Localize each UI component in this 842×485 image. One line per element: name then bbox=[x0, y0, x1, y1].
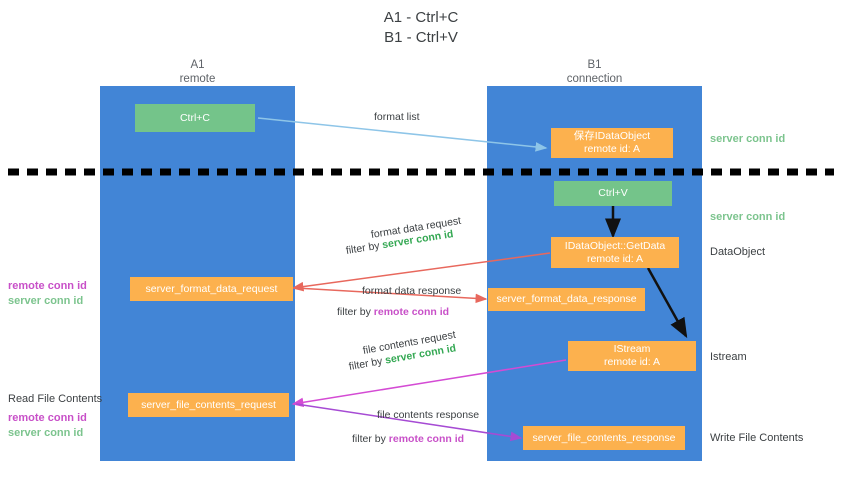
right-note-istream: Istream bbox=[710, 351, 747, 363]
node-file-contents-request[interactable]: server_file_contents_request bbox=[128, 393, 289, 417]
filter-prefix: filter by bbox=[347, 354, 387, 373]
column-a1-name: A1 bbox=[190, 59, 205, 71]
page-title: A1 - Ctrl+C B1 - Ctrl+V bbox=[0, 8, 842, 48]
title-line-2: B1 - Ctrl+V bbox=[384, 29, 458, 46]
node-file-contents-response[interactable]: server_file_contents_response bbox=[523, 426, 685, 450]
left-note-server-conn-id-2: server conn id bbox=[8, 427, 84, 439]
node-format-data-request[interactable]: server_format_data_request bbox=[130, 277, 293, 301]
filter-prefix: filter by bbox=[352, 433, 389, 445]
filter-key-remote-conn-id: remote conn id bbox=[388, 433, 465, 445]
node-getdata-label: IDataObject::GetData bbox=[564, 239, 666, 252]
left-note-server-conn-id-1: server conn id bbox=[8, 295, 84, 307]
edge-label-format-data-response-filter: filter by remote conn id bbox=[337, 305, 449, 319]
column-header-b1: B1 connection bbox=[487, 58, 702, 86]
edge-label-file-contents-response: file contents response bbox=[377, 409, 480, 421]
node-ctrl-c[interactable]: Ctrl+C bbox=[135, 104, 255, 132]
edge-label-file-contents-response-filter: filter by remote conn id bbox=[352, 432, 464, 446]
node-format-data-response[interactable]: server_format_data_response bbox=[488, 288, 645, 311]
column-b1-sub: connection bbox=[566, 73, 623, 85]
node-ctrl-c-label: Ctrl+C bbox=[179, 111, 211, 124]
node-ctrl-v-label: Ctrl+V bbox=[598, 187, 628, 199]
node-istream[interactable]: IStream remote id: A bbox=[568, 341, 696, 371]
column-b1-name: B1 bbox=[587, 59, 602, 71]
edge-label-format-list: format list bbox=[374, 111, 420, 123]
filter-prefix: filter by bbox=[345, 239, 384, 257]
right-note-dataobject: DataObject bbox=[710, 246, 766, 258]
node-idataobject-label: 保存IDataObject bbox=[573, 130, 651, 142]
node-file-contents-response-label: server_file_contents_response bbox=[532, 431, 676, 444]
node-getdata-sub: remote id: A bbox=[586, 252, 644, 265]
node-istream-sub: remote id: A bbox=[603, 356, 661, 368]
node-ctrl-v[interactable]: Ctrl+V bbox=[554, 181, 672, 206]
node-getdata[interactable]: IDataObject::GetData remote id: A bbox=[551, 237, 679, 268]
node-format-data-request-label: server_format_data_request bbox=[145, 282, 278, 295]
left-note-read-file-contents: Read File Contents bbox=[8, 393, 103, 405]
column-header-a1: A1 remote bbox=[100, 58, 295, 86]
column-a1-sub: remote bbox=[179, 73, 216, 85]
right-note-write-file-contents: Write File Contents bbox=[710, 432, 804, 444]
node-file-contents-request-label: server_file_contents_request bbox=[141, 398, 276, 411]
right-note-server-conn-id-2: server conn id bbox=[710, 211, 786, 223]
left-note-remote-conn-id-1: remote conn id bbox=[8, 280, 87, 292]
left-note-remote-conn-id-2: remote conn id bbox=[8, 412, 87, 424]
title-line-1: A1 - Ctrl+C bbox=[383, 9, 459, 26]
node-format-data-response-label: server_format_data_response bbox=[496, 293, 637, 305]
node-istream-label: IStream bbox=[613, 343, 651, 355]
edge-label-format-data-response: format data response bbox=[362, 285, 462, 297]
filter-key-remote-conn-id: remote conn id bbox=[373, 306, 450, 318]
node-idataobject[interactable]: 保存IDataObject remote id: A bbox=[551, 128, 673, 158]
filter-prefix: filter by bbox=[337, 306, 374, 318]
right-note-server-conn-id-1: server conn id bbox=[710, 133, 786, 145]
node-idataobject-sub: remote id: A bbox=[583, 143, 641, 155]
